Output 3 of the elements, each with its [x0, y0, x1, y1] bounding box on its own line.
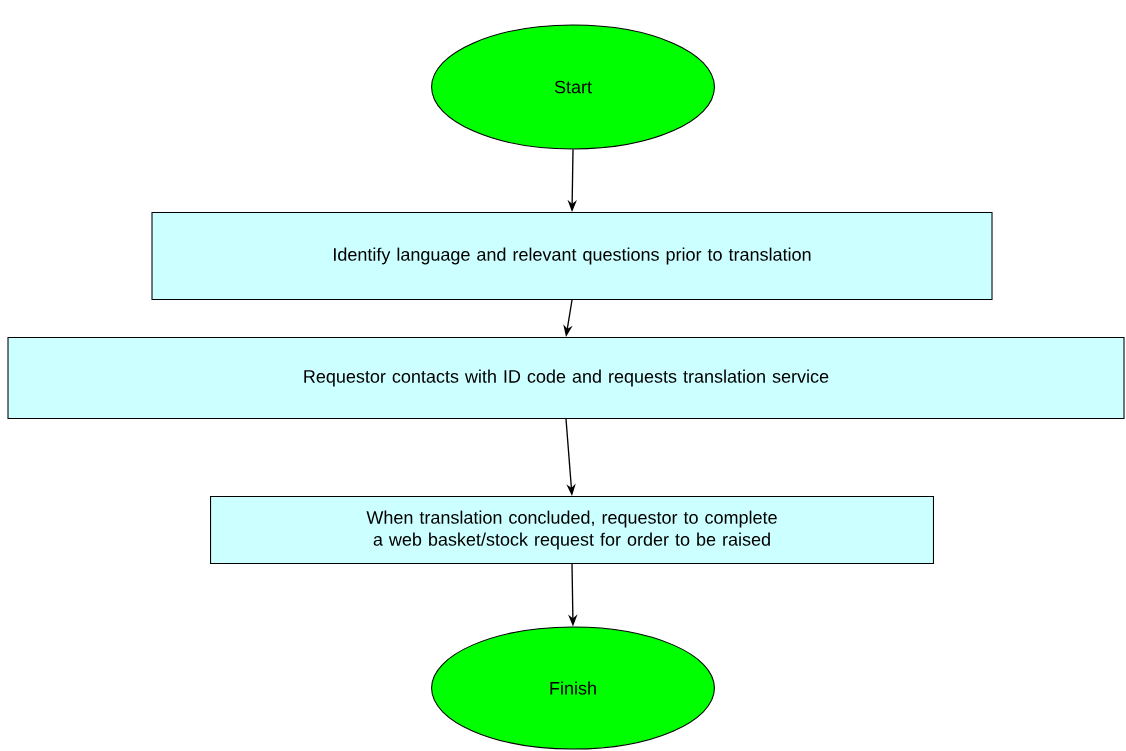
process-box: When translation concluded, requestor to complete a web basket/stock request for order to be raised: [210, 496, 934, 564]
process-box: Identify language and relevant questions prior to translation: [151, 212, 993, 300]
process-box: Requestor contacts with ID code and requests translation service: [7, 336, 1125, 420]
